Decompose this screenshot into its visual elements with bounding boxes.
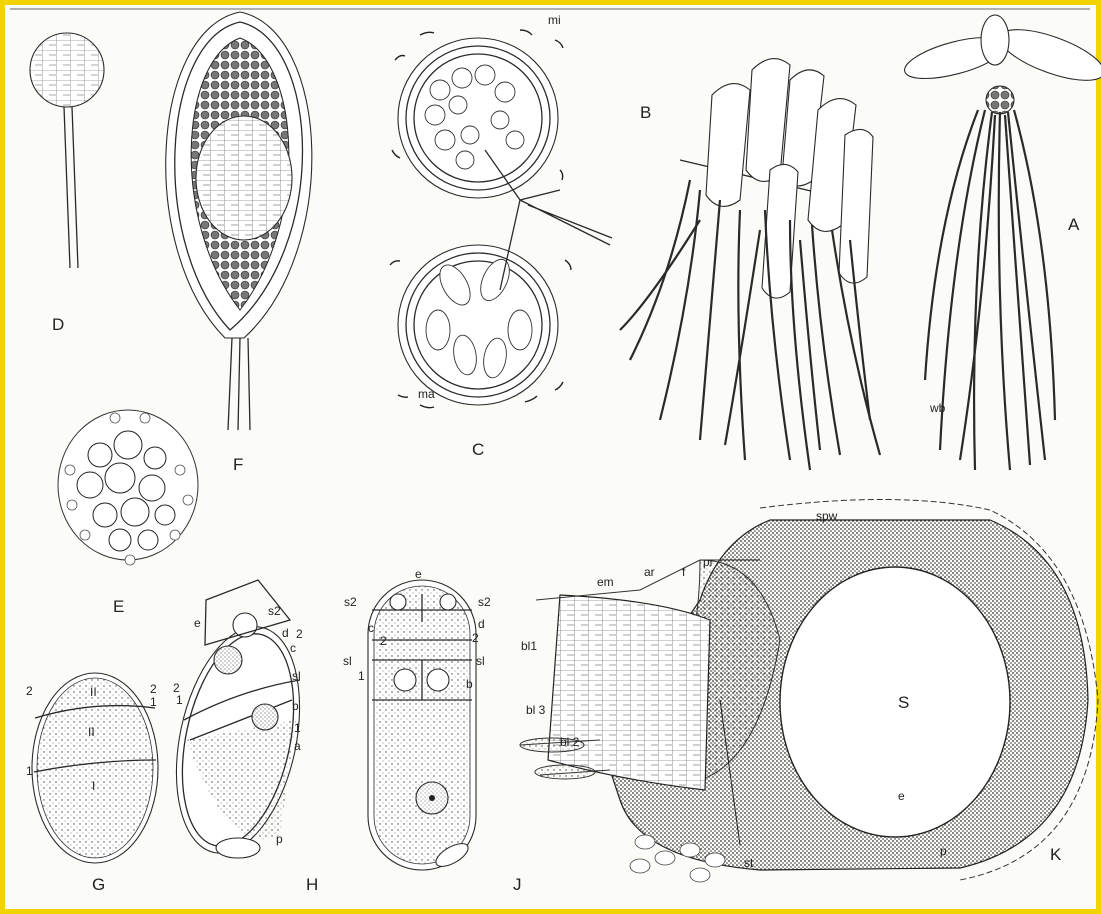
label-g-r1: 1 <box>150 695 157 709</box>
label-j-two-b: 2 <box>472 631 479 645</box>
label-j-sl-b: sl <box>476 654 485 668</box>
label-h-one: 1 <box>294 721 301 735</box>
panel-label-e: E <box>113 597 124 616</box>
panel-c-drawing <box>390 30 612 408</box>
label-k-bl1: bl1 <box>521 639 537 653</box>
label-k-pr: pr <box>703 555 714 569</box>
label-h-l1: 1 <box>176 693 183 707</box>
label-k-spw: spw <box>816 509 838 523</box>
label-g-r2: 2 <box>150 682 157 696</box>
panel-label-d: D <box>52 315 64 334</box>
label-c-ma: ma <box>418 387 435 401</box>
label-a-wb: wb <box>929 401 946 415</box>
label-j-two-a: 2 <box>380 634 387 648</box>
label-j-b: b <box>466 677 473 691</box>
label-g-mid: II <box>88 725 95 739</box>
label-k-ar: ar <box>644 565 655 579</box>
label-k-e: e <box>898 789 905 803</box>
panel-label-f: F <box>233 455 243 474</box>
label-j-s2a: s2 <box>344 595 357 609</box>
label-h-c: c <box>290 641 296 655</box>
label-j-s2b: s2 <box>478 595 491 609</box>
label-h-s2: s2 <box>268 604 281 618</box>
label-k-st: st <box>744 856 754 870</box>
label-g-II: II <box>90 685 97 699</box>
label-g-l1: 1 <box>26 764 33 778</box>
label-h-e: e <box>194 616 201 630</box>
label-h-d: d <box>282 626 289 640</box>
label-j-d: d <box>478 617 485 631</box>
label-h-p: p <box>276 832 283 846</box>
panel-f-drawing <box>166 12 312 430</box>
label-k-S: S <box>898 693 909 712</box>
label-h-b: b <box>292 699 299 713</box>
panel-label-h: H <box>306 875 318 894</box>
label-j-one: 1 <box>358 669 365 683</box>
label-h-sl: sl <box>292 669 301 683</box>
panel-label-a: A <box>1068 215 1080 234</box>
panel-j-drawing <box>368 580 476 871</box>
label-j-sl-a: sl <box>343 654 352 668</box>
label-k-bl3: bl 3 <box>526 703 546 717</box>
label-g-l2: 2 <box>26 684 33 698</box>
panel-label-k: K <box>1050 845 1062 864</box>
panel-k-drawing <box>520 499 1098 882</box>
label-c-mi: mi <box>548 13 561 27</box>
label-g-I: I <box>92 779 95 793</box>
label-j-e: e <box>415 567 422 581</box>
label-k-em: em <box>597 575 614 589</box>
panel-d-drawing <box>30 33 104 268</box>
label-k-bl2: bl 2 <box>560 735 580 749</box>
panel-label-b: B <box>640 103 651 122</box>
panel-label-j: J <box>513 875 522 894</box>
panel-g-drawing <box>32 673 158 863</box>
label-j-c: c <box>368 621 374 635</box>
label-h-a: a <box>294 739 301 753</box>
panel-label-g: G <box>92 875 105 894</box>
label-h-two: 2 <box>296 627 303 641</box>
panel-b-drawing <box>620 59 880 470</box>
label-k-p: p <box>940 844 947 858</box>
panel-label-c: C <box>472 440 484 459</box>
panel-e-drawing <box>58 410 198 565</box>
